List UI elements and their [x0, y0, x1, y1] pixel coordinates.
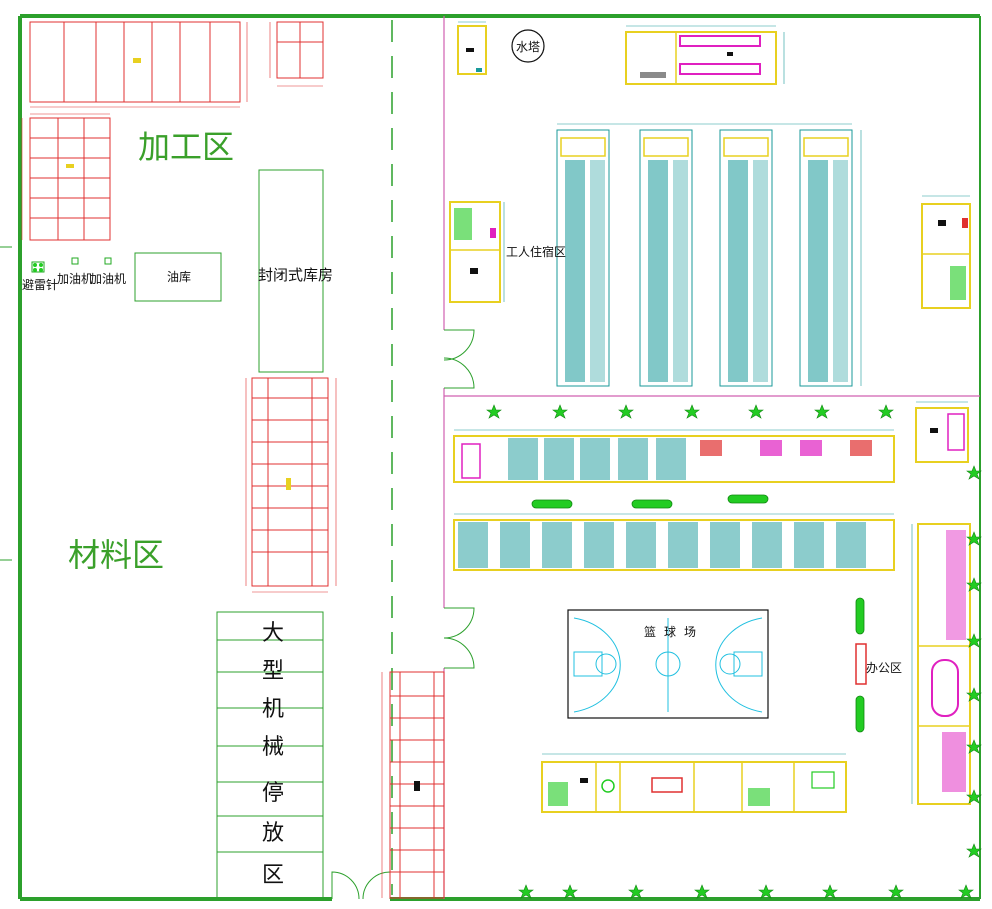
heavy-machinery-char-6: 放 — [262, 821, 284, 846]
mid-building-row-1 — [453, 429, 895, 483]
dorm-side-building — [449, 201, 505, 303]
heavy-machinery-char-3: 机 — [262, 697, 284, 722]
pump-house — [457, 21, 487, 75]
processing-marker — [133, 58, 141, 63]
right-upper-building — [921, 195, 971, 309]
processing-grid-top — [29, 21, 248, 108]
basketball-court-char-1: 篮 — [644, 624, 656, 639]
fuel-dispenser-icon — [104, 257, 112, 265]
mid-building-row-2 — [453, 513, 895, 571]
materials-marker — [286, 478, 291, 490]
bottom-building-row — [541, 753, 847, 813]
office-area-label: 办公区 — [866, 660, 902, 675]
dorm-beds — [565, 160, 848, 382]
door-swing-icon — [331, 329, 475, 900]
heavy-machinery-parking — [216, 611, 324, 899]
water-tower — [511, 29, 545, 63]
site-boundary — [0, 14, 981, 901]
heavy-machinery-char-2: 型 — [262, 659, 284, 684]
materials-area-label: 材料区 — [68, 536, 164, 574]
lightning-rod-label: 避雷针 — [22, 277, 58, 292]
processing-grid-side — [21, 113, 111, 241]
oil-depot — [134, 252, 222, 302]
heavy-machinery-char-4: 械 — [262, 735, 284, 760]
right-small-building — [915, 401, 969, 463]
worker-dorm-area-label: 工人住宿区 — [506, 244, 566, 259]
bottom-stack-marker — [414, 781, 420, 791]
closed-warehouse-label: 封闭式库房 — [258, 266, 333, 284]
heavy-machinery-char-5: 停 — [262, 781, 284, 806]
office-sign — [855, 643, 867, 685]
dorm-blocks — [556, 129, 853, 387]
heavy-machinery-char-7: 区 — [262, 863, 284, 888]
processing-area-label: 加工区 — [138, 128, 234, 166]
fuel-dispenser-2-label: 加油机 — [90, 272, 126, 286]
closed-warehouse — [258, 169, 324, 373]
basketball-court — [567, 609, 769, 719]
office-building — [911, 523, 971, 805]
water-tower-label: 水塔 — [516, 40, 540, 54]
materials-grid — [245, 377, 337, 593]
oil-depot-label: 油库 — [167, 269, 191, 284]
small-shed — [269, 21, 324, 87]
basketball-court-char-3: 场 — [684, 625, 696, 639]
shrub-planters — [531, 494, 865, 733]
tree-icon — [486, 404, 982, 899]
heavy-machinery-char-1: 大 — [262, 621, 284, 646]
fuel-dispenser-1-label: 加油机 — [57, 272, 93, 286]
lightning-rod-icon — [31, 261, 45, 273]
processing-side-marker — [66, 164, 74, 168]
basketball-court-char-2: 球 — [664, 625, 676, 639]
wash-building — [625, 25, 785, 85]
fuel-dispenser-icon — [71, 257, 79, 265]
dorm-dimension-lines — [557, 123, 862, 386]
